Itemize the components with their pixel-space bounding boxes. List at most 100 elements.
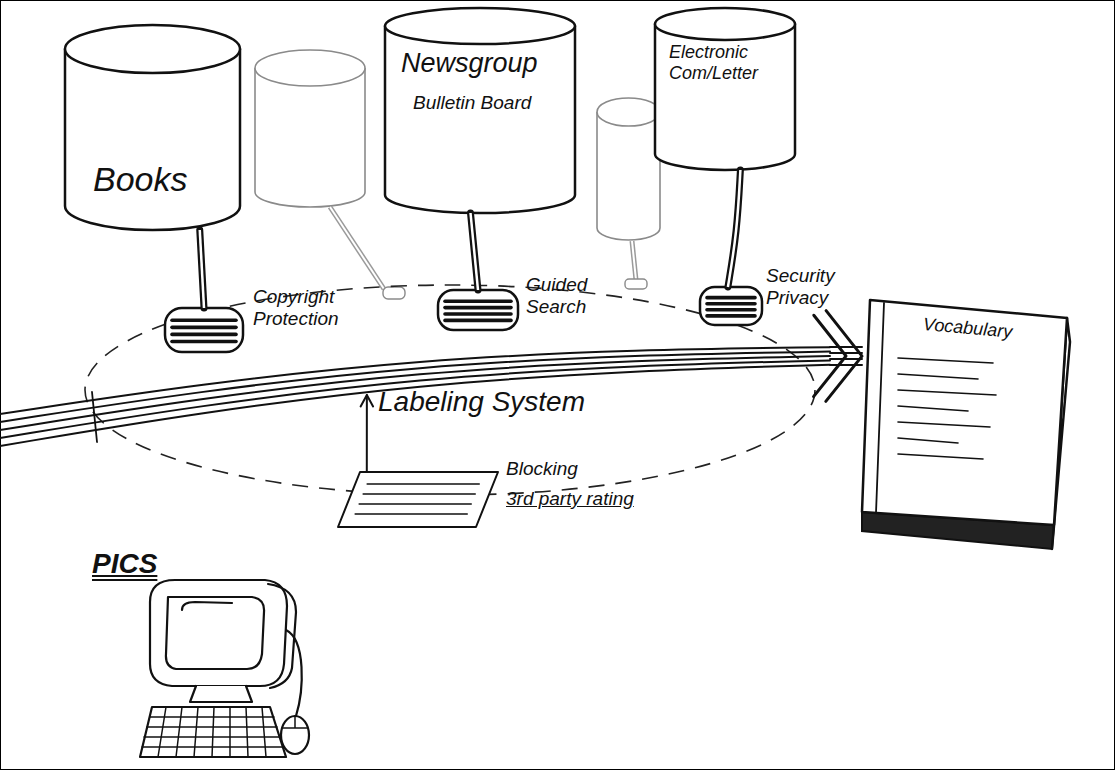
cover-text-line bbox=[898, 438, 958, 443]
node-outline bbox=[165, 308, 243, 352]
cable-outline bbox=[728, 170, 741, 287]
cylinder-top bbox=[597, 98, 660, 126]
plug-connector: Guided Search bbox=[438, 290, 518, 330]
band-tick bbox=[92, 392, 97, 442]
plug-body bbox=[438, 290, 518, 330]
empty-database bbox=[255, 50, 405, 299]
flow-arrow bbox=[361, 395, 373, 472]
node-text: Electronic Com/Letter bbox=[669, 42, 791, 83]
empty-database bbox=[597, 98, 660, 289]
cylinder-top bbox=[255, 50, 365, 86]
sheet-line bbox=[363, 493, 475, 495]
node-outline bbox=[655, 8, 795, 170]
database-cylinder: Books bbox=[65, 25, 240, 230]
small-plug bbox=[625, 279, 647, 289]
plug-stripe bbox=[707, 296, 755, 300]
band-line bbox=[830, 346, 862, 348]
node-text: Copyright Protection bbox=[253, 286, 371, 330]
plug-cable bbox=[632, 241, 636, 280]
band-line bbox=[830, 358, 862, 360]
plug-stripe bbox=[445, 319, 511, 323]
arrow-line bbox=[366, 395, 368, 472]
mouse-buttons bbox=[283, 716, 307, 728]
database-cylinder: Electronic Com/Letter bbox=[655, 8, 795, 170]
cable-core bbox=[471, 213, 479, 290]
sheet-line bbox=[355, 513, 467, 515]
cylinder-body bbox=[597, 112, 660, 240]
plug-stripe bbox=[172, 340, 236, 344]
plug-body bbox=[700, 287, 762, 325]
node-outline bbox=[0, 320, 830, 395]
data-cable bbox=[728, 170, 741, 287]
cover-text-line bbox=[898, 358, 993, 363]
plug-body bbox=[165, 308, 243, 352]
cover-text-line bbox=[898, 390, 996, 395]
mouse-cord bbox=[286, 630, 302, 716]
cylinder-body bbox=[65, 49, 240, 230]
book-spine bbox=[876, 303, 884, 513]
plug-connector: Copyright Protection bbox=[165, 308, 243, 352]
sheet-line bbox=[359, 503, 471, 505]
cover-text-line bbox=[898, 422, 990, 427]
data-cable bbox=[200, 230, 204, 308]
plug-cable-inner bbox=[632, 241, 636, 280]
cover-text-line bbox=[898, 454, 983, 459]
cylinder-top bbox=[385, 8, 575, 44]
plug-stripe bbox=[172, 326, 236, 330]
keyboard bbox=[140, 707, 286, 757]
node-outline bbox=[338, 472, 498, 527]
plug-stripe bbox=[445, 299, 511, 303]
computer-illustration bbox=[140, 580, 309, 757]
vocabulary-book: Vocabulary bbox=[862, 300, 1072, 555]
flow-arrow bbox=[814, 311, 862, 402]
labeling-band: Labeling System bbox=[0, 320, 830, 395]
plug-cable-inner bbox=[330, 207, 384, 289]
plug-cable bbox=[330, 207, 384, 289]
arrow-head bbox=[826, 311, 862, 402]
mouse bbox=[281, 716, 309, 754]
data-cable bbox=[471, 213, 479, 290]
plug-stripe bbox=[707, 314, 755, 318]
cable-core bbox=[200, 230, 204, 308]
plug-stripe bbox=[445, 306, 511, 310]
node-outline bbox=[65, 25, 240, 230]
rating-sheet bbox=[338, 472, 498, 527]
arrow-head bbox=[814, 315, 846, 396]
dashed-boundary bbox=[85, 285, 815, 495]
band-line bbox=[830, 364, 862, 366]
plug-stripe bbox=[445, 312, 511, 316]
cable-outline bbox=[200, 230, 204, 308]
book-cover bbox=[862, 300, 1067, 525]
plug-stripe bbox=[707, 302, 755, 306]
band-line bbox=[0, 365, 830, 446]
small-plug bbox=[383, 287, 405, 299]
plug-stripe bbox=[707, 308, 755, 312]
cover-text-line bbox=[898, 406, 968, 411]
rating-sheet: Blocking3rd party rating bbox=[338, 472, 498, 527]
plug-connector: Security Privacy bbox=[700, 287, 762, 325]
plug-stripe bbox=[172, 319, 236, 323]
cylinder-body bbox=[655, 24, 795, 170]
cable-outline bbox=[471, 213, 479, 290]
node-outline bbox=[438, 290, 518, 330]
system-name: PICS bbox=[92, 548, 157, 580]
node-text: Security Privacy bbox=[766, 265, 866, 309]
band-line bbox=[830, 352, 862, 354]
monitor-case bbox=[150, 580, 287, 686]
cable-core bbox=[728, 170, 741, 287]
node-text: Newsgroup bbox=[401, 48, 573, 79]
screen-glare bbox=[182, 602, 232, 610]
node-text: Bulletin Board bbox=[413, 92, 573, 114]
arrow-head bbox=[361, 395, 373, 406]
node-text: Books bbox=[93, 160, 233, 199]
keyboard-columns bbox=[158, 707, 266, 757]
node-text: Guided Search bbox=[526, 274, 618, 318]
monitor-screen bbox=[166, 597, 264, 669]
node-outline bbox=[700, 287, 762, 325]
node-text: 3rd party rating bbox=[506, 488, 676, 510]
cylinder-top bbox=[65, 25, 240, 73]
